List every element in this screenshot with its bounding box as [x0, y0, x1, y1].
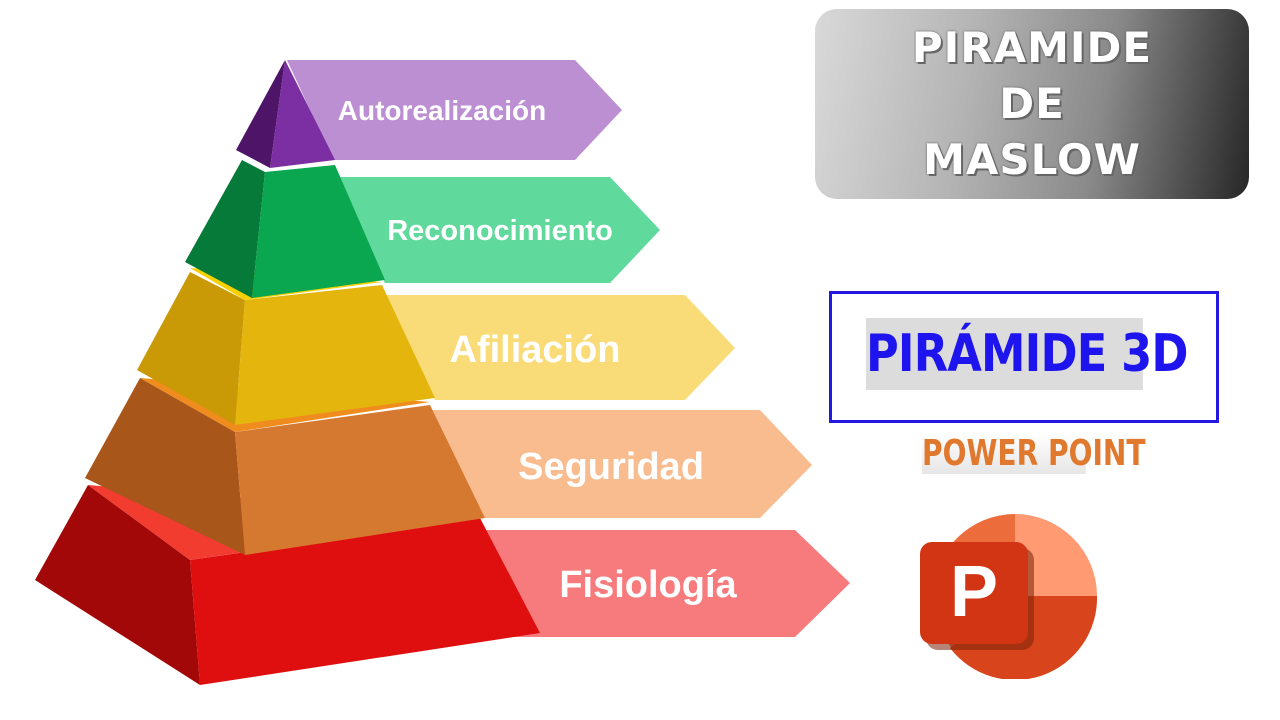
title-box: PIRAMIDE DE MASLOW — [815, 9, 1249, 199]
tab-reconocimiento — [335, 177, 660, 283]
face-front-fisiologia — [190, 518, 540, 685]
face-side-fisiologia — [35, 485, 200, 685]
pyramid-level-reconocimiento: Reconocimiento — [185, 160, 660, 298]
powerpoint-icon: P — [920, 514, 1098, 679]
logo-pie-top-right — [1015, 514, 1097, 596]
tab-afiliacion — [385, 295, 735, 400]
title-line-3: MASLOW — [923, 135, 1141, 184]
power-point-label: POWER POINT — [922, 433, 1146, 474]
label-autorealizacion: Autorealización — [338, 95, 546, 126]
face-front-autorealizacion — [270, 60, 335, 168]
label-fisiologia: Fisiología — [559, 564, 737, 606]
pyramid-level-autorealizacion: Autorealización — [236, 60, 622, 168]
face-side-seguridad — [85, 378, 245, 555]
face-side-afiliacion — [137, 272, 245, 425]
face-front-afiliacion — [235, 285, 435, 425]
title-line-1: PIRAMIDE — [911, 23, 1153, 72]
label-afiliacion: Afiliación — [449, 329, 620, 371]
label-reconocimiento: Reconocimiento — [387, 215, 613, 247]
label-seguridad: Seguridad — [518, 446, 704, 488]
title-line-2: DE — [999, 79, 1065, 128]
face-front-reconocimiento — [252, 165, 385, 298]
pyramid-3d-frame — [829, 291, 1219, 423]
tab-autorealizacion — [287, 60, 622, 160]
logo-letter: P — [950, 552, 998, 632]
face-front-seguridad — [235, 405, 485, 555]
face-side-reconocimiento — [185, 160, 265, 298]
tab-seguridad — [430, 410, 812, 518]
logo-square — [920, 542, 1028, 644]
face-side-autorealizacion — [236, 60, 285, 168]
pyramid-level-afiliacion: Afiliación — [137, 268, 735, 425]
pyramid-3d-heading: PIRÁMIDE 3D — [866, 318, 1188, 390]
tab-fisiologia — [480, 530, 850, 637]
